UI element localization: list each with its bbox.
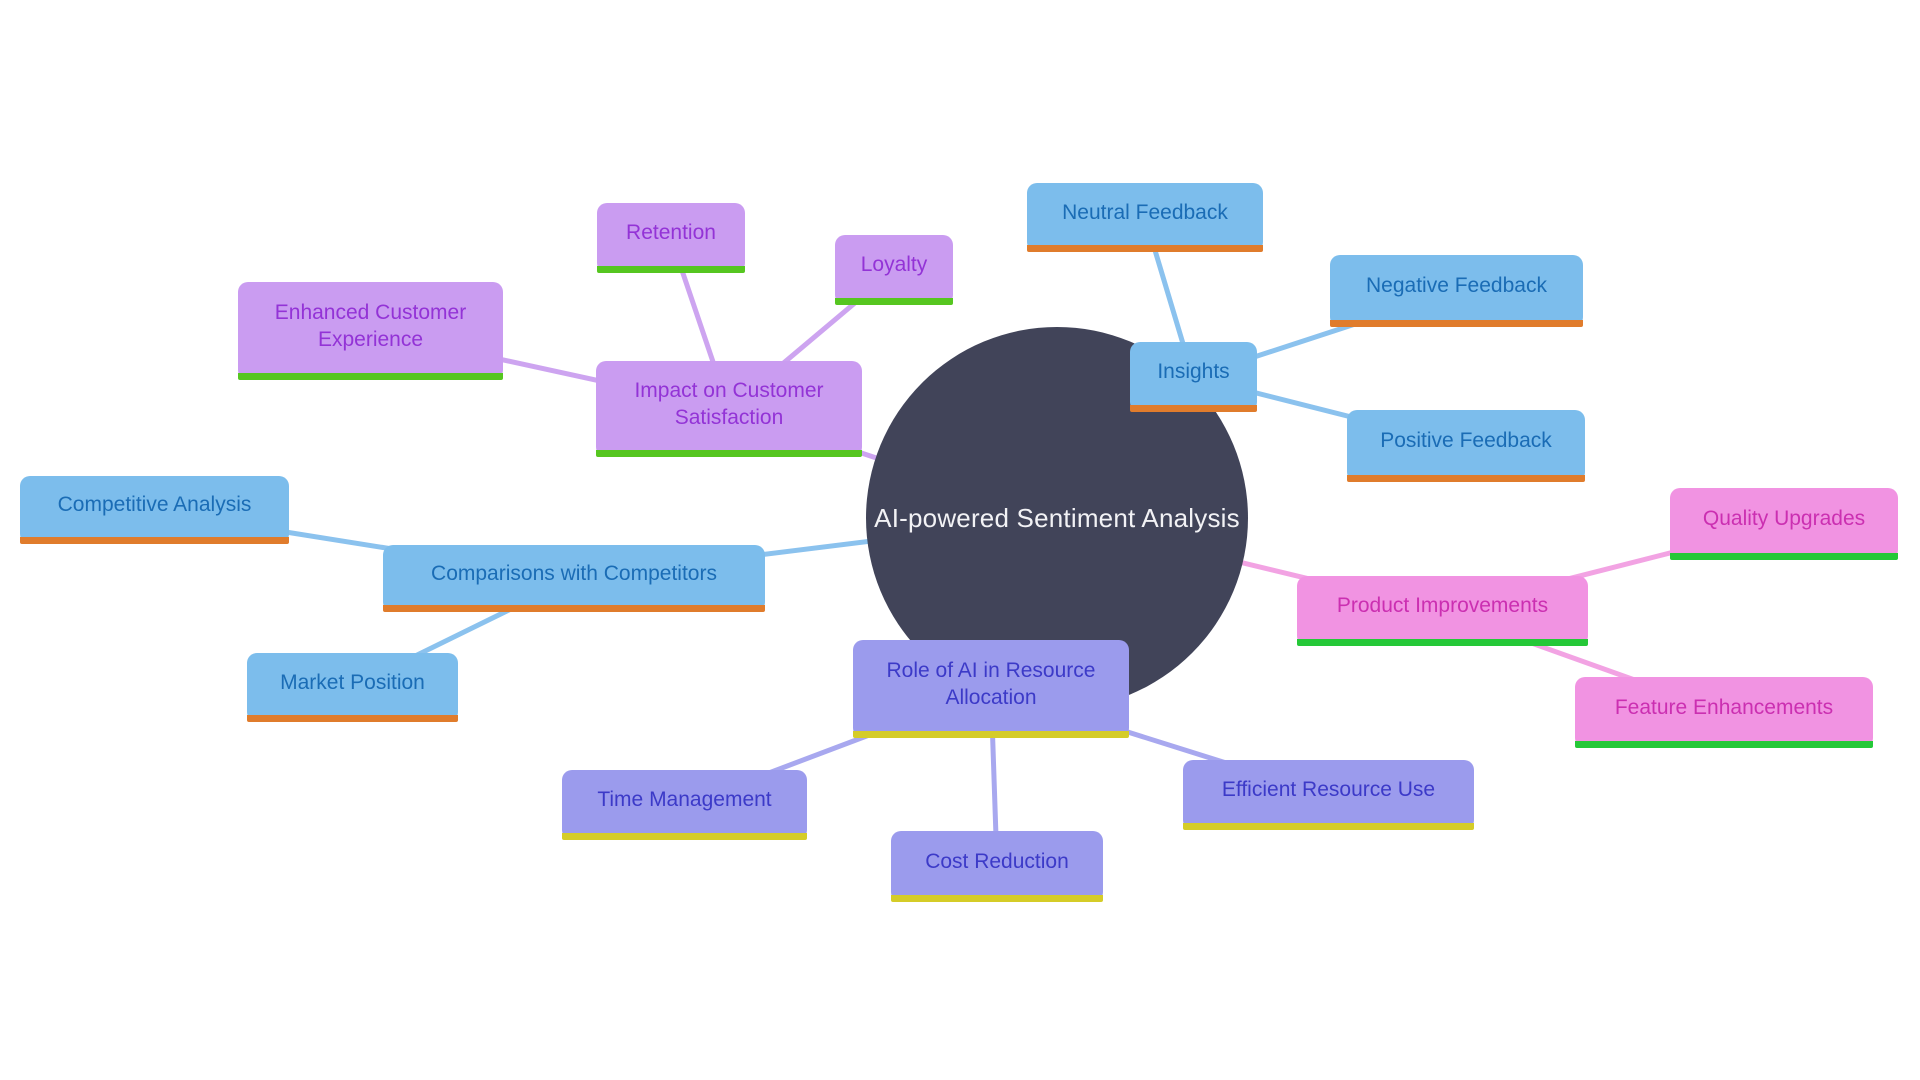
- node-label: Positive Feedback: [1380, 429, 1552, 453]
- node-insights[interactable]: Insights: [1130, 342, 1257, 412]
- node-label: Market Position: [280, 670, 425, 694]
- node-efficient-resource-use[interactable]: Efficient Resource Use: [1183, 760, 1474, 830]
- node-comparisons-with-competitors[interactable]: Comparisons with Competitors: [383, 545, 765, 612]
- node-role-of-ai-in-resource-allocation[interactable]: Role of AI in Resource Allocation: [853, 640, 1129, 738]
- node-label: Loyalty: [860, 253, 928, 277]
- node-label: Comparisons with Competitors: [431, 561, 717, 585]
- node-label: Quality Upgrades: [1702, 507, 1866, 531]
- node-positive-feedback[interactable]: Positive Feedback: [1347, 410, 1585, 482]
- node-retention[interactable]: Retention: [597, 203, 745, 273]
- node-market-position[interactable]: Market Position: [247, 653, 458, 722]
- node-feature-enhancements[interactable]: Feature Enhancements: [1575, 677, 1873, 748]
- node-time-management[interactable]: Time Management: [562, 770, 807, 840]
- node-label: Neutral Feedback: [1062, 200, 1228, 224]
- node-label: Impact on Customer Satisfaction: [634, 378, 824, 429]
- node-label: Cost Reduction: [925, 849, 1069, 873]
- node-label: Product Improvements: [1336, 594, 1549, 618]
- node-impact-on-customer-satisfaction[interactable]: Impact on Customer Satisfaction: [596, 361, 862, 457]
- node-label: Time Management: [597, 788, 772, 812]
- node-cost-reduction[interactable]: Cost Reduction: [891, 831, 1103, 902]
- node-product-improvements[interactable]: Product Improvements: [1297, 576, 1588, 646]
- node-label: Enhanced Customer Experience: [274, 300, 467, 351]
- node-loyalty[interactable]: Loyalty: [835, 235, 953, 305]
- node-label: Efficient Resource Use: [1221, 778, 1436, 802]
- node-label: Role of AI in Resource Allocation: [886, 658, 1096, 709]
- node-label: Feature Enhancements: [1614, 695, 1834, 719]
- node-competitive-analysis[interactable]: Competitive Analysis: [20, 476, 289, 544]
- node-label: Insights: [1157, 360, 1230, 384]
- node-enhanced-customer-experience[interactable]: Enhanced Customer Experience: [238, 282, 503, 380]
- node-label: Retention: [626, 221, 716, 245]
- node-negative-feedback[interactable]: Negative Feedback: [1330, 255, 1583, 327]
- node-label: Competitive Analysis: [57, 493, 252, 517]
- central-node-label: AI-powered Sentiment Analysis: [874, 502, 1240, 533]
- node-label: Negative Feedback: [1366, 274, 1547, 298]
- node-neutral-feedback[interactable]: Neutral Feedback: [1027, 183, 1263, 252]
- node-quality-upgrades[interactable]: Quality Upgrades: [1670, 488, 1898, 560]
